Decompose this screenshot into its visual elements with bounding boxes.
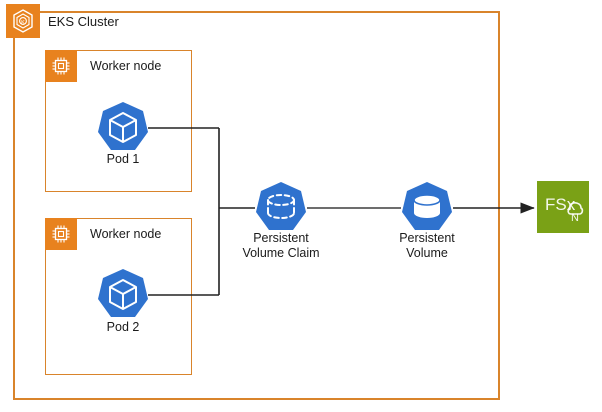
worker-node-label-1: Worker node bbox=[90, 59, 162, 73]
worker-node-icon-2 bbox=[45, 218, 77, 250]
eks-cluster-label: EKS Cluster bbox=[48, 14, 119, 29]
pod-2-icon[interactable] bbox=[95, 267, 151, 323]
persistent-volume-claim-icon[interactable] bbox=[253, 180, 309, 236]
pod-1-icon[interactable] bbox=[95, 100, 151, 156]
svg-text:N: N bbox=[571, 212, 579, 224]
worker-node-label-2: Worker node bbox=[90, 227, 162, 241]
eks-cluster-icon: K bbox=[6, 4, 40, 38]
persistent-volume-icon[interactable] bbox=[399, 180, 455, 236]
eks-cluster-container bbox=[13, 11, 500, 400]
amazon-fsx-icon[interactable]: FSx N bbox=[537, 181, 589, 233]
worker-node-container-1 bbox=[45, 50, 192, 192]
persistent-volume-claim-label: Persistent Volume Claim bbox=[242, 231, 320, 260]
worker-node-icon-1 bbox=[45, 50, 77, 82]
pod-1-label: Pod 1 bbox=[106, 152, 140, 166]
persistent-volume-label: Persistent Volume bbox=[399, 231, 455, 260]
svg-text:K: K bbox=[21, 20, 25, 26]
worker-node-container-2 bbox=[45, 218, 192, 375]
svg-text:FSx: FSx bbox=[545, 195, 576, 214]
pod-2-label: Pod 2 bbox=[106, 320, 140, 334]
